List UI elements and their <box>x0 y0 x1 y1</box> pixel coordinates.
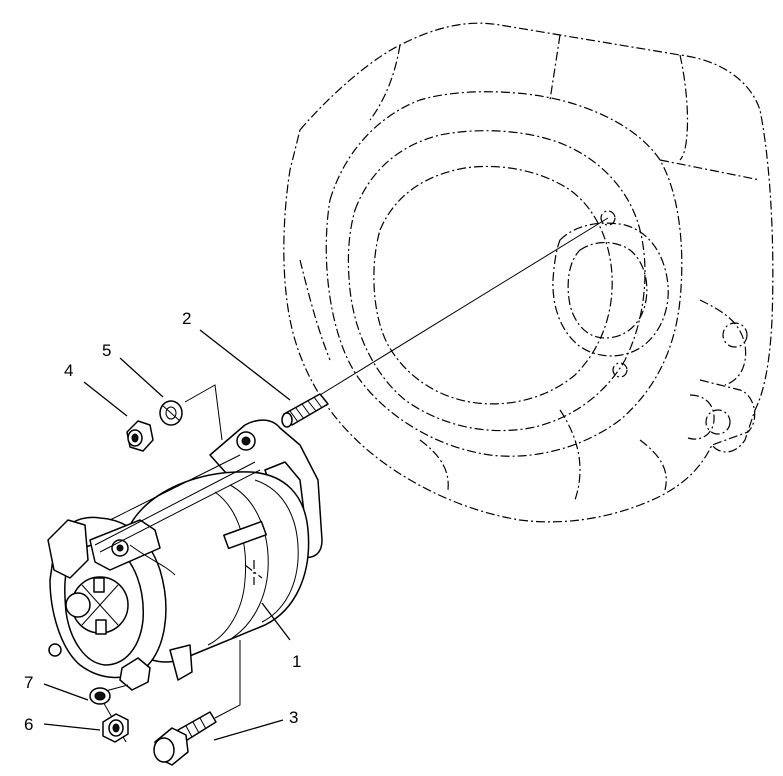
nut-guide-line <box>184 384 223 441</box>
nut-part-6 <box>102 713 129 743</box>
nut-part-4 <box>126 420 154 452</box>
stud-part-2 <box>281 393 329 428</box>
leader-line-3 <box>213 719 284 741</box>
callout-5: 5 <box>102 341 111 360</box>
leader-line-7 <box>43 683 89 701</box>
bolt-part-3 <box>153 711 217 766</box>
bolt-guide-line <box>214 640 241 719</box>
engine-housing <box>283 22 774 523</box>
starter-motor-part-1 <box>47 419 323 691</box>
leader-line-4 <box>83 381 128 417</box>
leader-line-2 <box>199 329 291 401</box>
leader-line-6 <box>43 723 101 731</box>
lock-washer-part-5 <box>159 400 183 426</box>
callout-6: 6 <box>24 715 33 734</box>
leader-line-1 <box>261 602 291 641</box>
callout-1: 1 <box>292 652 301 671</box>
washer-part-7 <box>89 687 111 705</box>
callout-7: 7 <box>24 673 33 692</box>
callout-4: 4 <box>64 361 73 380</box>
leader-line-5 <box>119 357 164 398</box>
callout-2: 2 <box>182 309 191 328</box>
callout-3: 3 <box>289 708 298 727</box>
alignment-line <box>319 217 609 396</box>
